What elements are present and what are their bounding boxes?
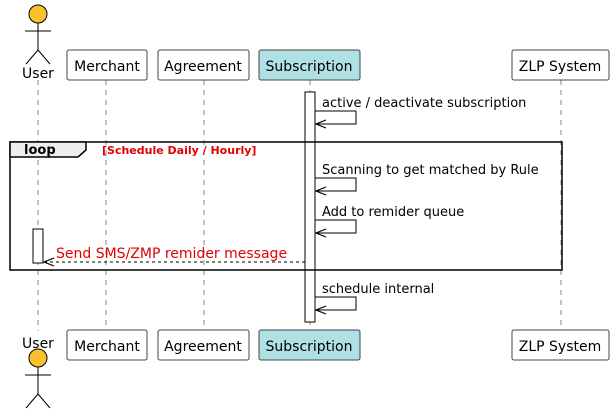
participant-label-merchant-bottom: Merchant xyxy=(74,339,140,355)
actor-head-icon xyxy=(28,4,48,24)
participant-label-user-top: User xyxy=(22,66,54,82)
participant-label-agreement-top: Agreement xyxy=(164,59,242,75)
participant-box-agreement-bottom xyxy=(157,329,250,361)
actor-user-bottom xyxy=(25,348,51,409)
participant-label-zlp-bottom: ZLP System xyxy=(519,339,602,355)
participant-box-zlp-top xyxy=(511,49,610,81)
message-arrow-scan xyxy=(315,177,357,191)
message-arrow-queue xyxy=(315,219,357,233)
message-label-internal: schedule internal xyxy=(322,282,434,297)
activation-user xyxy=(32,228,44,264)
message-arrow-internal xyxy=(315,296,357,310)
loop-border xyxy=(9,141,563,271)
participant-label-subscription-bottom: Subscription xyxy=(266,339,353,355)
participant-box-subscription-top xyxy=(258,49,361,81)
message-label-activate: active / deactivate subscription xyxy=(322,96,526,111)
lifelines xyxy=(37,80,562,331)
loop-header-tab xyxy=(9,141,87,158)
participant-label-subscription-top: Subscription xyxy=(266,59,353,75)
participant-label-agreement-bottom: Agreement xyxy=(164,339,242,355)
participant-label-zlp-top: ZLP System xyxy=(519,59,602,75)
loop-condition: [Schedule Daily / Hourly] xyxy=(102,144,256,157)
participant-box-agreement-top xyxy=(157,49,250,81)
top-participants: User Merchant Agreement Subscription ZLP… xyxy=(22,4,610,82)
participant-label-user-bottom: User xyxy=(22,336,54,352)
bottom-participants: User Merchant Agreement Subscription ZLP… xyxy=(22,329,610,409)
participant-box-zlp-bottom xyxy=(511,329,610,361)
participant-box-merchant-top xyxy=(66,49,148,81)
activation-subscription xyxy=(304,91,316,323)
participant-box-merchant-bottom xyxy=(66,329,148,361)
message-label-send: Send SMS/ZMP remider message xyxy=(56,246,287,262)
message-label-scan: Scanning to get matched by Rule xyxy=(322,163,539,178)
messages: active / deactivate subscription Scannin… xyxy=(44,96,539,310)
participant-box-subscription-bottom xyxy=(258,329,361,361)
actor-head-icon xyxy=(28,348,48,368)
actor-user-top xyxy=(25,4,51,65)
message-arrow-activate xyxy=(315,110,357,124)
message-label-queue: Add to remider queue xyxy=(322,205,464,220)
loop-keyword: loop xyxy=(24,143,56,158)
participant-label-merchant-top: Merchant xyxy=(74,59,140,75)
loop-frame: loop [Schedule Daily / Hourly] xyxy=(9,141,563,271)
